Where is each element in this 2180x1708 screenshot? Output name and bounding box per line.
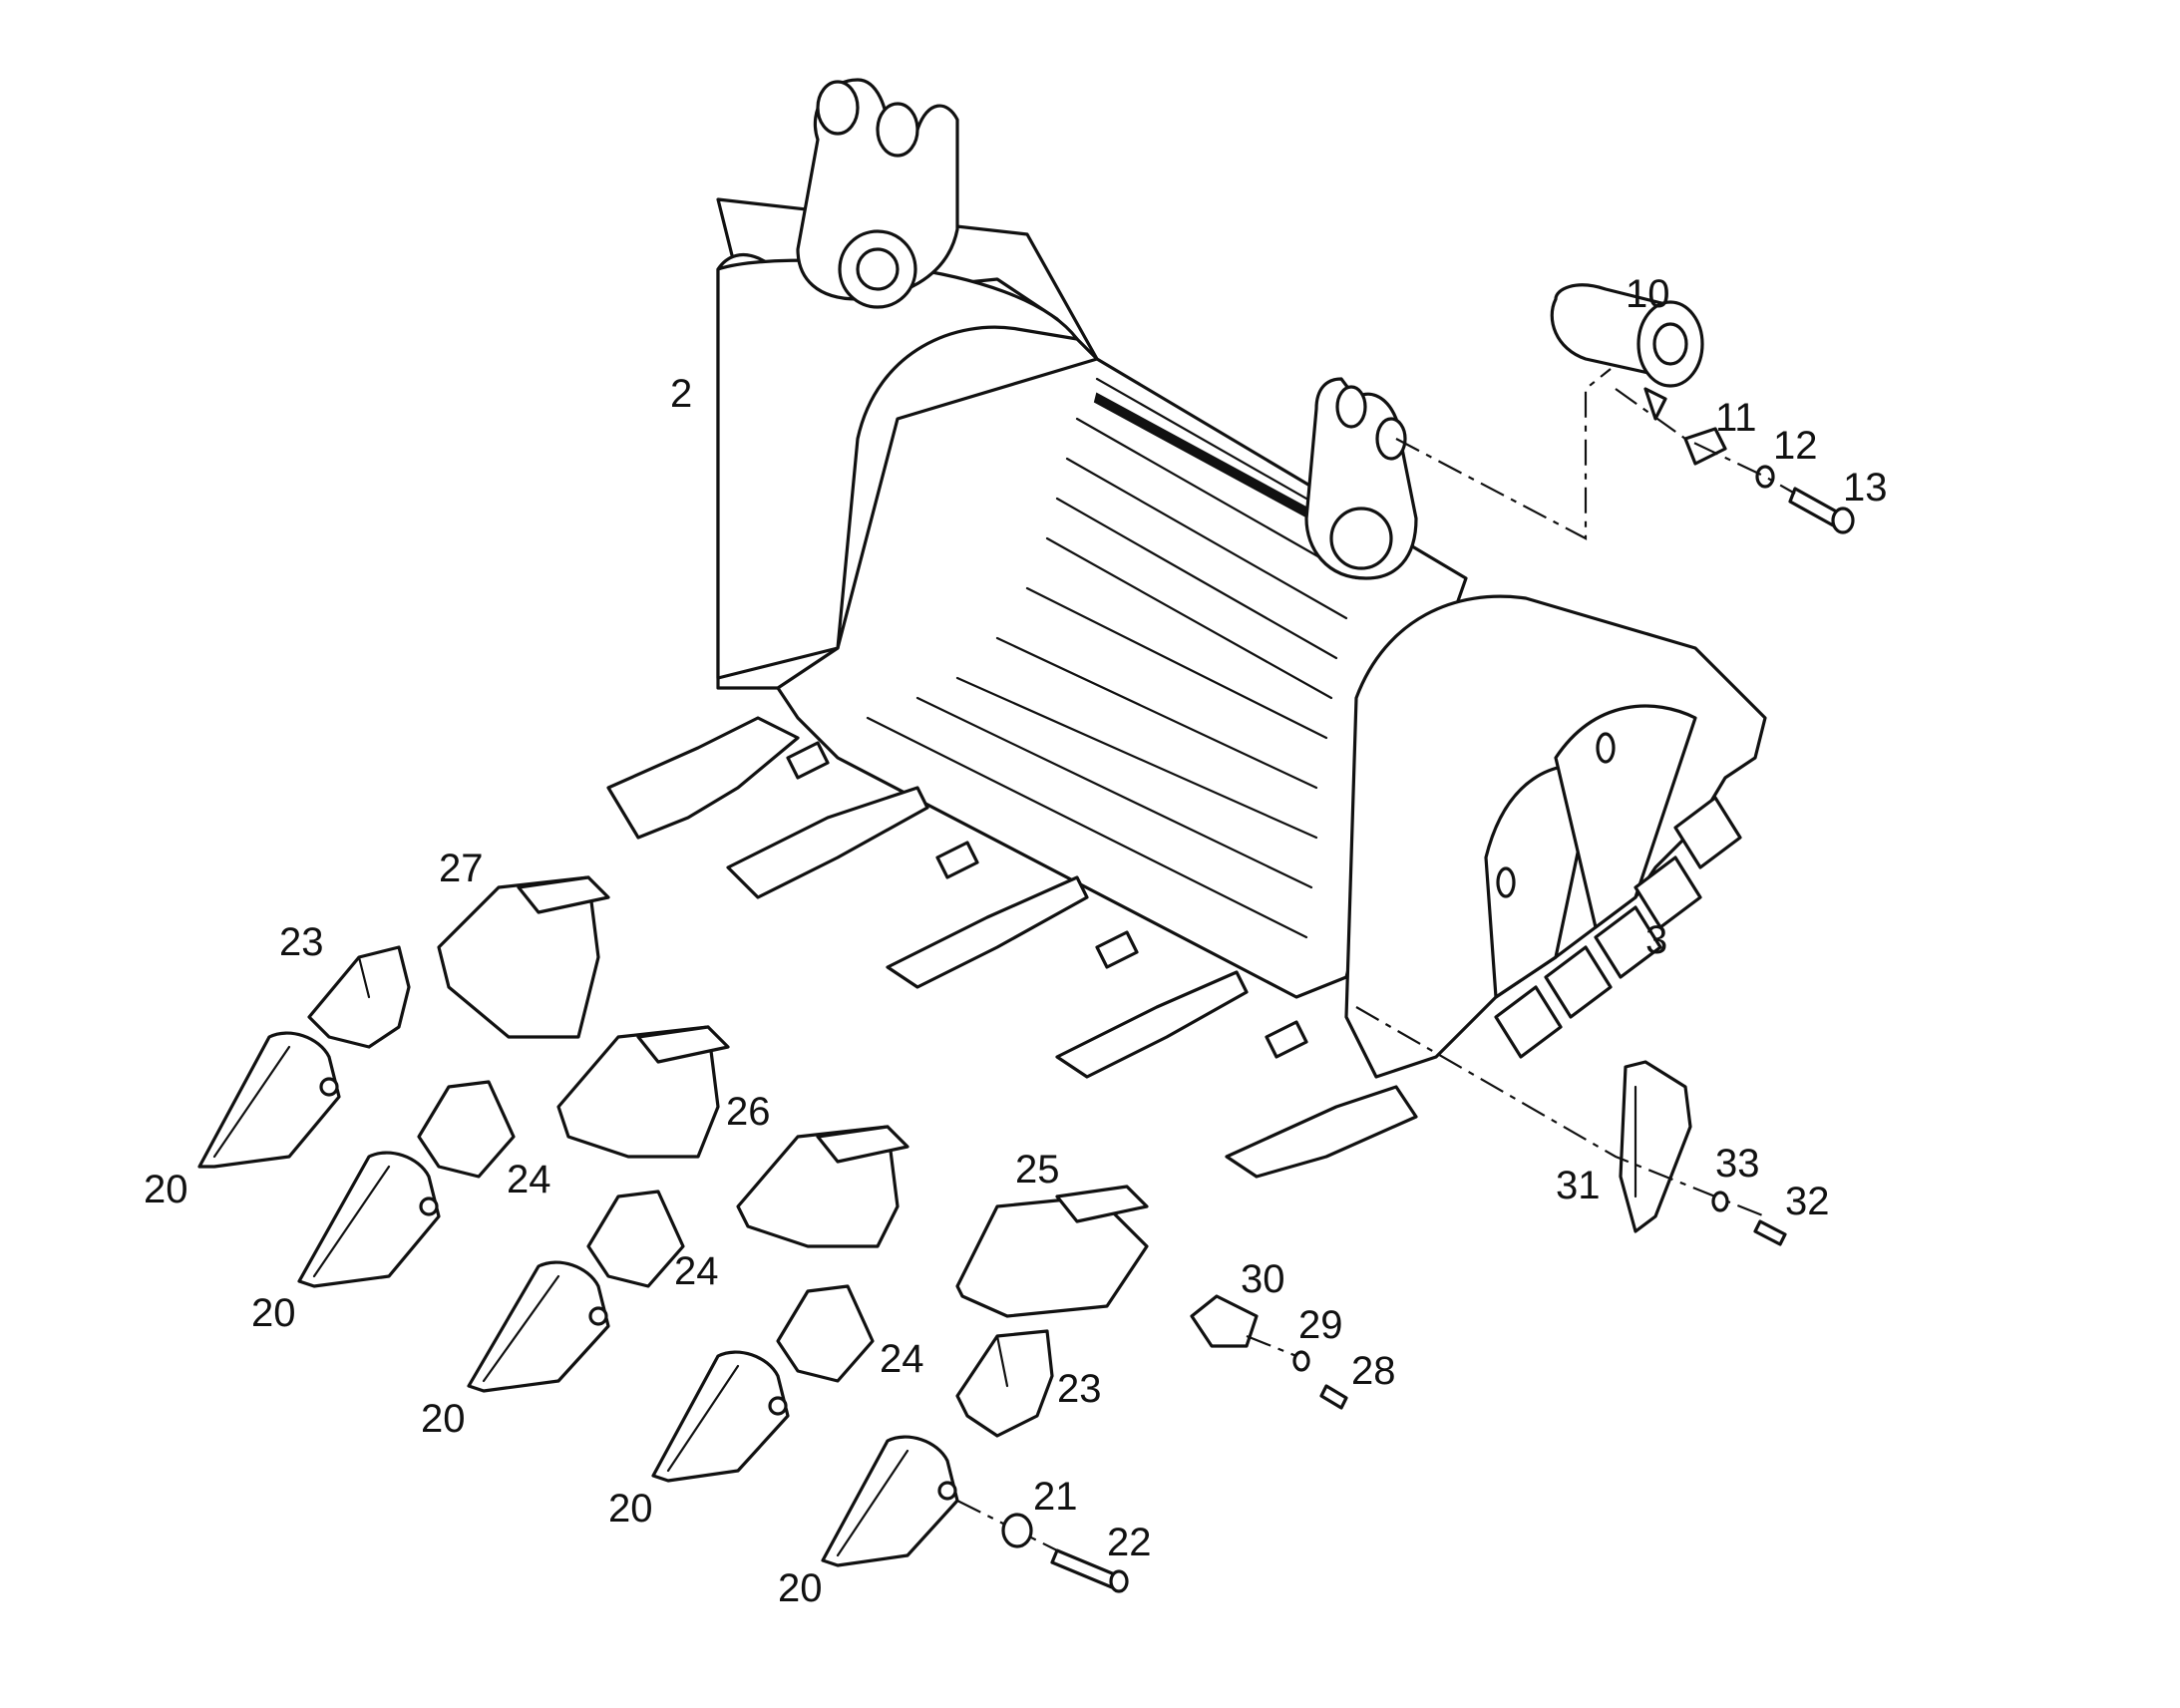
- callout-22: 22: [1107, 1521, 1152, 1564]
- callout-12: 12: [1773, 424, 1818, 468]
- callout-31: 31: [1556, 1164, 1601, 1207]
- retaining-plate-11: [1683, 427, 1727, 466]
- washer-33: [1711, 1191, 1729, 1212]
- bolt-32: [1753, 1219, 1787, 1246]
- tooth-20-e: [821, 1435, 959, 1567]
- callout-29: 29: [1298, 1303, 1343, 1347]
- callout-25: 25: [1015, 1148, 1060, 1192]
- side-protector-31: [1619, 1060, 1692, 1233]
- callout-20-b: 20: [251, 1291, 296, 1335]
- washer-29: [1292, 1350, 1310, 1372]
- callout-23-b: 23: [1057, 1367, 1102, 1411]
- callout-23-a: 23: [279, 920, 324, 964]
- callout-11: 11: [1715, 396, 1757, 440]
- callout-24-a: 24: [507, 1158, 551, 1201]
- pin-22: [1050, 1548, 1129, 1593]
- callout-21: 21: [1033, 1475, 1078, 1519]
- callout-24-c: 24: [880, 1337, 924, 1381]
- callout-20-d: 20: [608, 1487, 653, 1531]
- edge-segment-25: [955, 1185, 1149, 1318]
- tooth-20-d: [651, 1350, 790, 1483]
- adapter-cover-23-a: [307, 945, 411, 1049]
- edge-segment-27: [437, 875, 610, 1039]
- plate-leader-line: [1615, 388, 1796, 495]
- callout-20-a: 20: [144, 1168, 188, 1211]
- wear-cap-24-a: [417, 1080, 516, 1179]
- tooth-20-c: [467, 1260, 610, 1393]
- edge-segment-middle: [556, 1025, 730, 1159]
- callout-20-e: 20: [778, 1566, 823, 1610]
- callout-33: 33: [1715, 1142, 1760, 1186]
- bucket-body: [716, 78, 1767, 1079]
- tooth-20-a: [197, 1031, 341, 1169]
- wear-cap-24-c: [776, 1284, 875, 1383]
- retainer-21: [1001, 1513, 1033, 1548]
- callout-30: 30: [1241, 1257, 1285, 1301]
- callout-13: 13: [1843, 466, 1888, 510]
- callout-27: 27: [439, 847, 484, 890]
- washer-12: [1755, 465, 1775, 489]
- cutting-edge-adapters: [606, 716, 1418, 1179]
- tooth-20-b: [297, 1151, 441, 1288]
- clamp-30: [1190, 1294, 1259, 1348]
- callout-24-b: 24: [674, 1249, 719, 1293]
- pin-leader-line: [1395, 368, 1612, 540]
- callout-20-c: 20: [421, 1397, 466, 1441]
- callout-2: 2: [670, 372, 692, 416]
- bolt-28: [1319, 1384, 1348, 1410]
- wear-cap-24-b: [586, 1190, 685, 1288]
- edge-segment-26: [736, 1125, 909, 1248]
- callout-26: 26: [726, 1090, 771, 1134]
- callout-32: 32: [1785, 1180, 1830, 1223]
- adapter-cover-23-b: [955, 1329, 1054, 1438]
- callout-3: 3: [1645, 918, 1667, 962]
- callout-labels: 2 3 10 11 12 13 20 20 20 20 20 21 22 23 …: [144, 272, 1888, 1610]
- clamp-leader: [1246, 1334, 1297, 1358]
- callout-10: 10: [1626, 272, 1670, 316]
- hinge-pin-10: [1550, 283, 1704, 421]
- bolt-13: [1788, 487, 1855, 534]
- callout-28: 28: [1351, 1349, 1396, 1393]
